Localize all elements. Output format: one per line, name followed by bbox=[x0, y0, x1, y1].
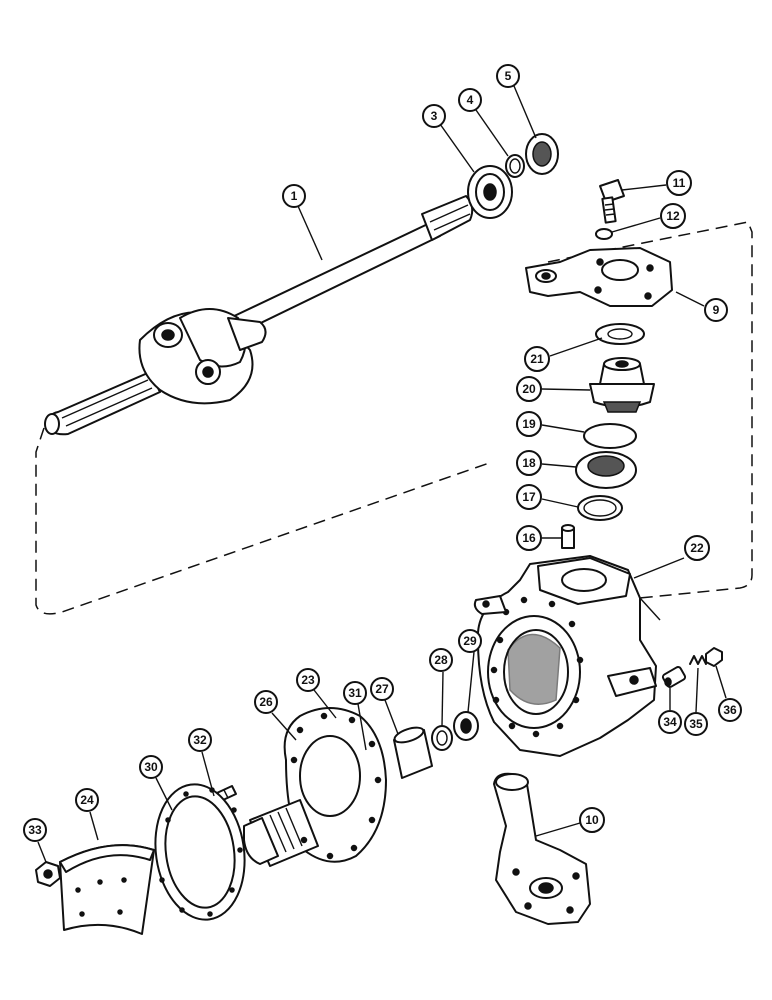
callout-16: 16 bbox=[516, 525, 542, 551]
lock-washer-12 bbox=[595, 228, 613, 240]
callout-12: 12 bbox=[660, 203, 686, 229]
leader-lines bbox=[37, 85, 727, 863]
callout-9: 9 bbox=[704, 298, 728, 322]
svg-text:34: 34 bbox=[663, 715, 677, 729]
callout-24: 24 bbox=[75, 788, 99, 812]
callout-32: 32 bbox=[188, 728, 212, 752]
callout-10: 10 bbox=[579, 807, 605, 833]
svg-text:16: 16 bbox=[522, 531, 536, 545]
svg-text:35: 35 bbox=[689, 717, 703, 731]
callout-34: 34 bbox=[658, 710, 682, 734]
callout-23: 23 bbox=[296, 668, 320, 692]
plug-34 bbox=[661, 666, 687, 688]
svg-text:1: 1 bbox=[291, 189, 298, 203]
fitting-16 bbox=[561, 524, 575, 549]
svg-text:23: 23 bbox=[301, 673, 315, 687]
svg-text:22: 22 bbox=[690, 541, 704, 555]
svg-text:12: 12 bbox=[666, 209, 680, 223]
svg-text:18: 18 bbox=[522, 456, 536, 470]
svg-text:36: 36 bbox=[723, 703, 737, 717]
callout-3: 3 bbox=[422, 104, 446, 128]
callout-11: 11 bbox=[666, 170, 692, 196]
king-pin-20 bbox=[589, 357, 655, 413]
callout-19: 19 bbox=[516, 411, 542, 437]
bushing-27 bbox=[393, 726, 433, 779]
race-17 bbox=[577, 495, 623, 521]
callout-18: 18 bbox=[516, 450, 542, 476]
shim-21 bbox=[595, 323, 645, 345]
svg-text:26: 26 bbox=[259, 695, 273, 709]
callout-30: 30 bbox=[139, 755, 163, 779]
nut-33 bbox=[35, 861, 61, 887]
bearing-3 bbox=[467, 165, 513, 219]
seal-5 bbox=[525, 133, 559, 175]
svg-text:21: 21 bbox=[530, 352, 544, 366]
seal-28 bbox=[431, 725, 453, 751]
axle-shaft-assembly bbox=[44, 195, 474, 436]
callout-36: 36 bbox=[718, 698, 742, 722]
callout-1: 1 bbox=[282, 184, 306, 208]
svg-text:9: 9 bbox=[713, 303, 720, 317]
svg-text:5: 5 bbox=[505, 69, 512, 83]
svg-text:32: 32 bbox=[193, 733, 207, 747]
callout-21: 21 bbox=[524, 346, 550, 372]
callout-35: 35 bbox=[684, 712, 708, 736]
callout-22: 22 bbox=[684, 535, 710, 561]
callout-27: 27 bbox=[370, 677, 394, 701]
svg-text:29: 29 bbox=[463, 634, 477, 648]
svg-text:24: 24 bbox=[80, 793, 94, 807]
callout-20: 20 bbox=[516, 376, 542, 402]
svg-text:30: 30 bbox=[144, 760, 158, 774]
svg-text:28: 28 bbox=[434, 653, 448, 667]
spindle-26 bbox=[243, 707, 387, 867]
callout-4: 4 bbox=[458, 88, 482, 112]
callout-26: 26 bbox=[254, 690, 278, 714]
steering-knuckle-22 bbox=[473, 555, 661, 757]
lower-arm-10 bbox=[493, 772, 591, 925]
assembly-dashed-line bbox=[35, 221, 753, 615]
svg-text:19: 19 bbox=[522, 417, 536, 431]
svg-text:4: 4 bbox=[467, 93, 474, 107]
callout-5: 5 bbox=[496, 64, 520, 88]
svg-text:10: 10 bbox=[585, 813, 599, 827]
spring-35 bbox=[689, 655, 707, 665]
gasket-30 bbox=[154, 783, 246, 921]
svg-text:20: 20 bbox=[522, 382, 536, 396]
svg-text:3: 3 bbox=[431, 109, 438, 123]
svg-text:31: 31 bbox=[348, 686, 362, 700]
seal-4 bbox=[505, 154, 525, 178]
callout-17: 17 bbox=[516, 484, 542, 510]
callout-33: 33 bbox=[23, 818, 47, 842]
svg-text:11: 11 bbox=[673, 176, 686, 190]
upper-arm-9 bbox=[525, 247, 673, 307]
bearing-18 bbox=[575, 451, 637, 489]
nut-36 bbox=[705, 647, 723, 667]
o-ring-19 bbox=[583, 423, 637, 449]
weight-24 bbox=[59, 844, 155, 935]
svg-text:17: 17 bbox=[522, 490, 536, 504]
bolt-11 bbox=[599, 179, 625, 224]
svg-text:27: 27 bbox=[375, 682, 389, 696]
callout-28: 28 bbox=[429, 648, 453, 672]
callout-31: 31 bbox=[343, 681, 367, 705]
seal-29 bbox=[453, 711, 479, 741]
svg-text:33: 33 bbox=[28, 823, 42, 837]
callout-29: 29 bbox=[458, 629, 482, 653]
